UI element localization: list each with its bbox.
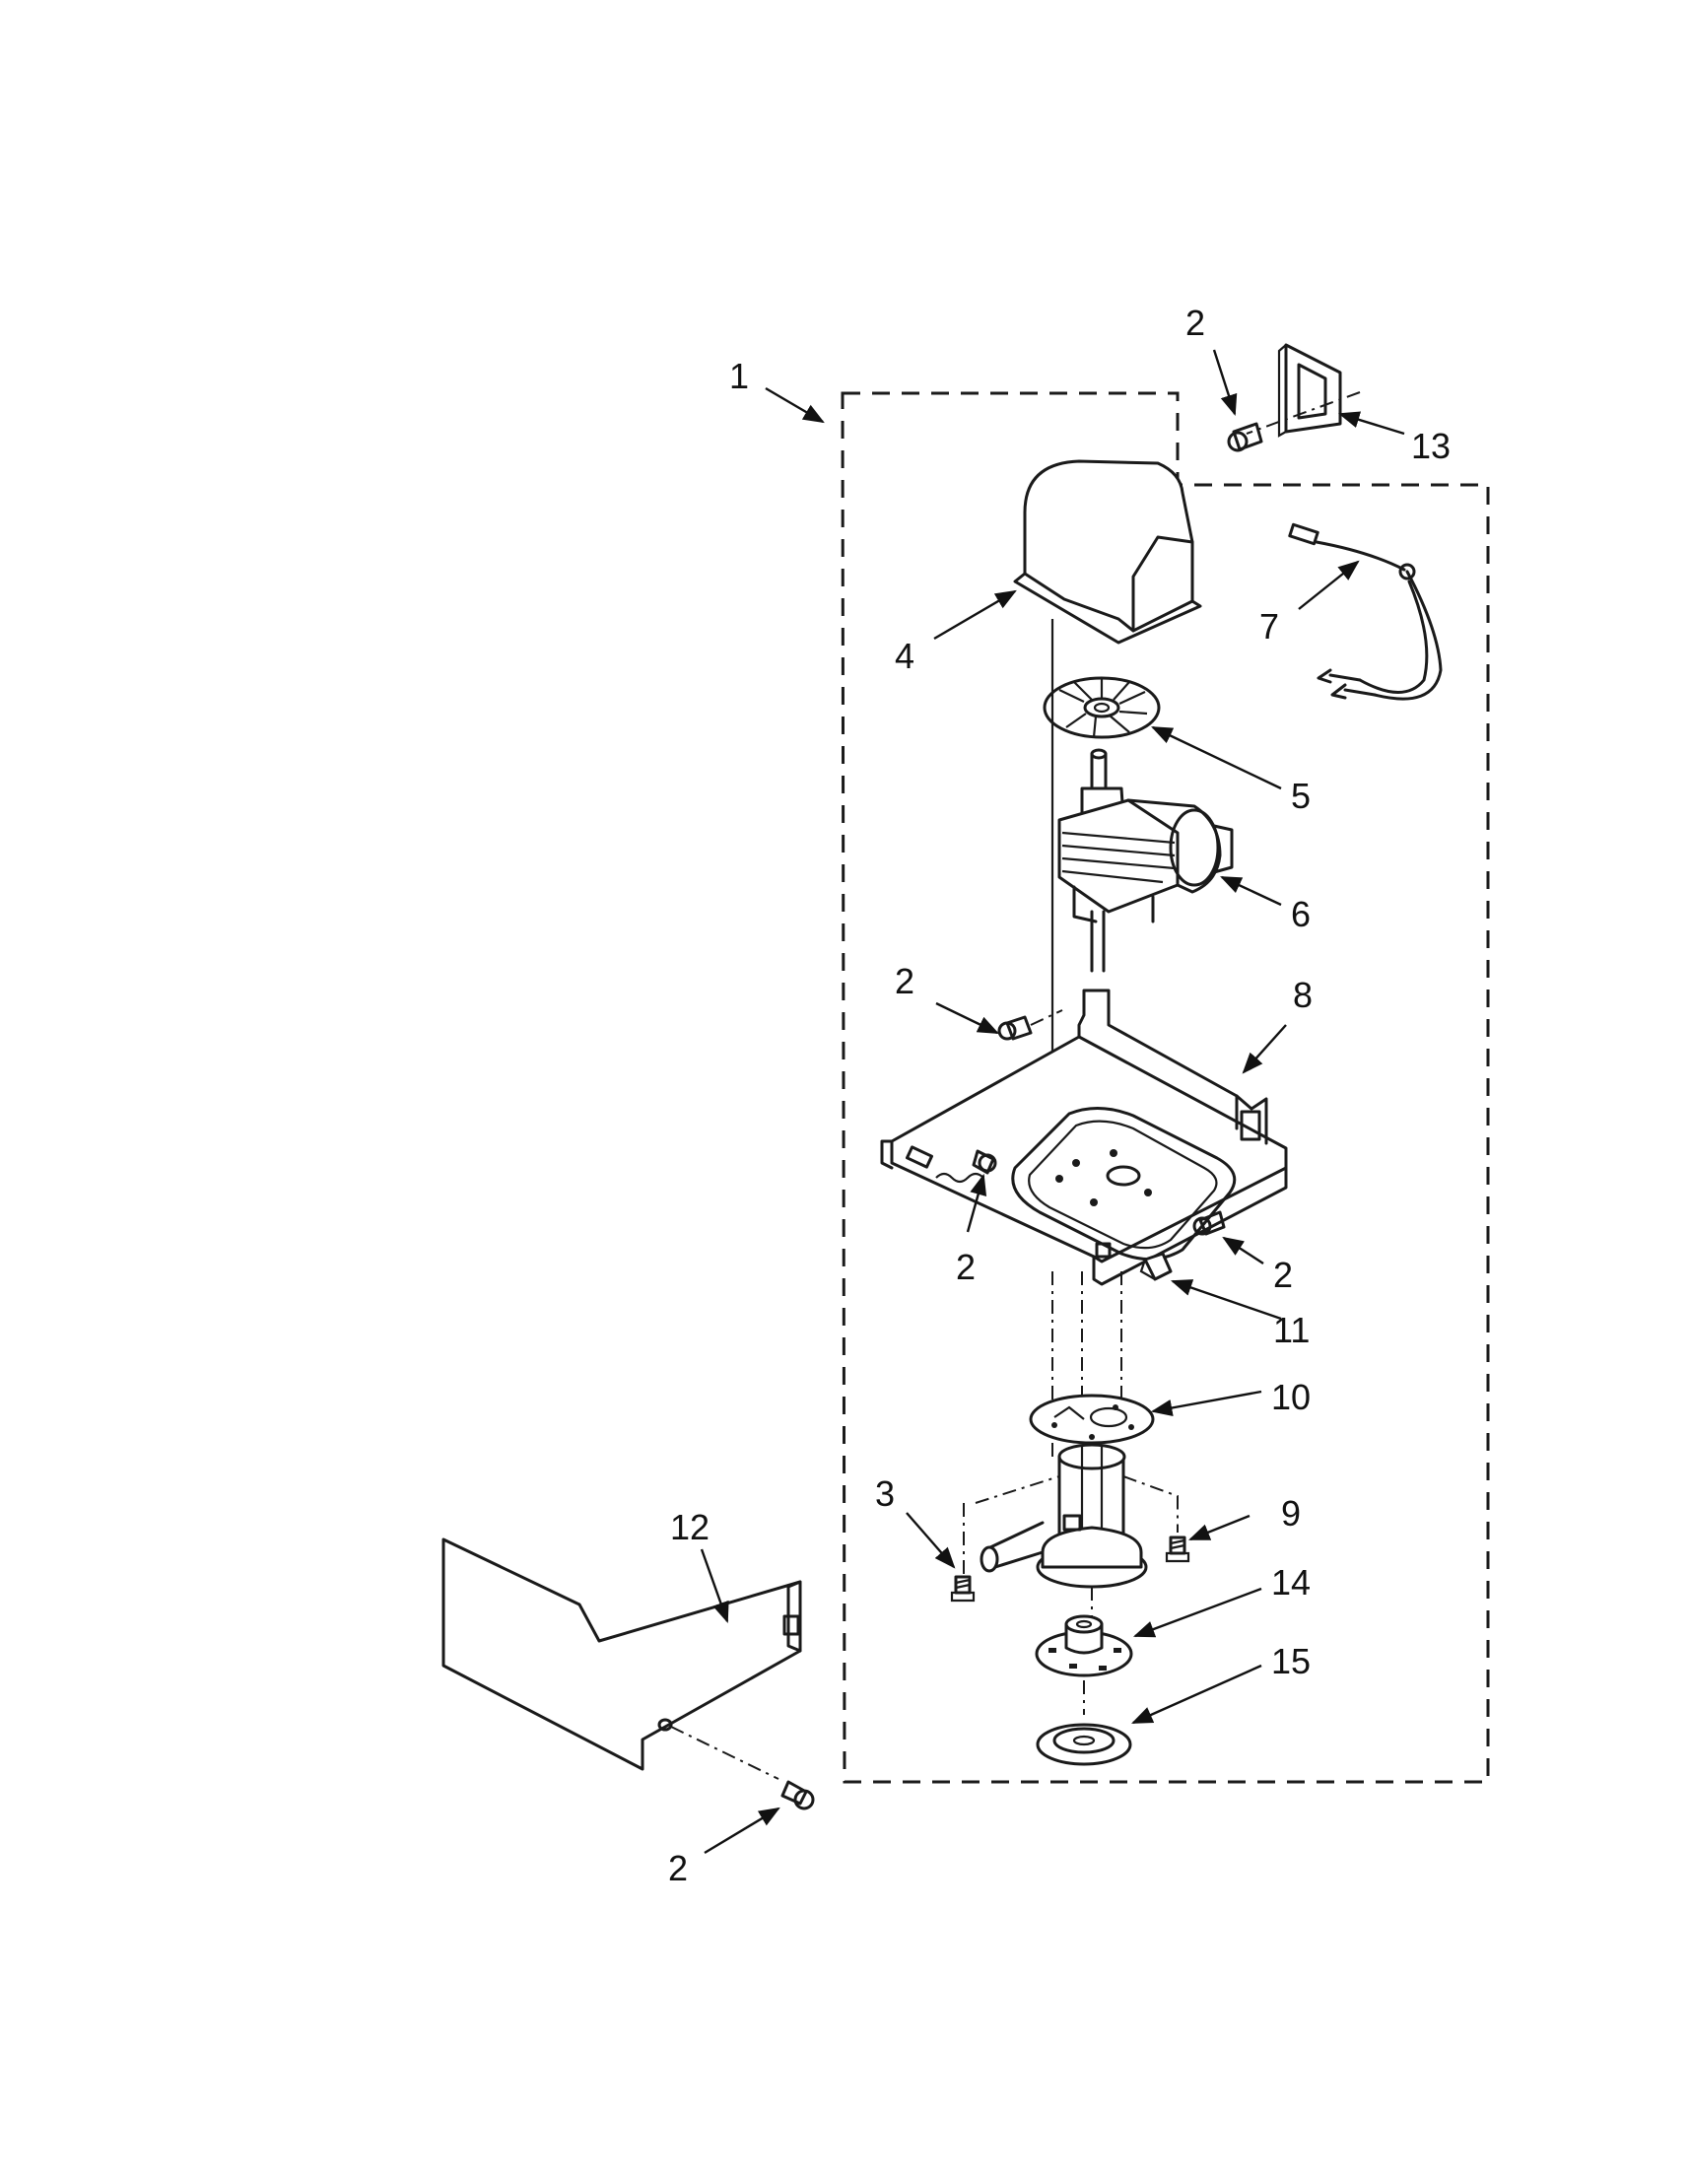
callout-10: 10 — [1271, 1377, 1311, 1417]
part-2-screw-top — [1227, 422, 1263, 452]
part-13-bracket — [1246, 343, 1361, 438]
callout-15: 15 — [1271, 1641, 1311, 1681]
part-5-fan-blade — [1043, 676, 1161, 739]
part-12-cover-panel — [441, 1537, 802, 1780]
callout-9: 9 — [1281, 1493, 1301, 1534]
callout-6: 6 — [1291, 894, 1311, 934]
part-2-screw-bracket-left — [997, 1009, 1063, 1041]
callout-5: 5 — [1291, 776, 1311, 816]
callout-2-bracket-center: 2 — [956, 1247, 976, 1287]
callout-labels: 1 2 13 4 7 5 6 2 8 2 2 11 10 3 9 12 14 1… — [668, 303, 1451, 1888]
callout-12: 12 — [670, 1507, 710, 1547]
callout-14: 14 — [1271, 1562, 1311, 1603]
callout-11: 11 — [1273, 1310, 1310, 1350]
callout-3: 3 — [875, 1473, 895, 1514]
callout-2-top: 2 — [1185, 303, 1205, 343]
part-2-screw-bracket-right — [1192, 1210, 1226, 1236]
part-2-screw-bracket-center — [972, 1149, 997, 1175]
part-3-screw — [950, 1575, 976, 1603]
part-6-fan-motor — [1057, 748, 1234, 973]
callout-2-bracket-left: 2 — [895, 961, 914, 1001]
part-9-auger-housing — [963, 1443, 1179, 1589]
callout-2-panel: 2 — [668, 1848, 688, 1888]
part-8-mounting-bracket — [880, 989, 1288, 1286]
leader-arrows — [700, 349, 1405, 1855]
part-11-clip — [1139, 1252, 1173, 1281]
callout-8: 8 — [1293, 975, 1313, 1015]
callout-13: 13 — [1411, 426, 1451, 466]
part-10-mounting-plate — [1029, 1394, 1155, 1445]
part-9-screw — [1165, 1536, 1190, 1563]
callout-7: 7 — [1259, 606, 1279, 647]
part-2-screw-panel — [780, 1780, 815, 1810]
callout-1: 1 — [729, 356, 749, 396]
part-15-seal — [1036, 1680, 1132, 1766]
assembly-boundary — [841, 391, 1490, 1784]
callout-4: 4 — [895, 636, 914, 676]
callout-2-bracket-right: 2 — [1273, 1255, 1293, 1295]
part-14-drive-hub — [1035, 1587, 1133, 1677]
part-7-wire-harness — [1288, 522, 1443, 701]
